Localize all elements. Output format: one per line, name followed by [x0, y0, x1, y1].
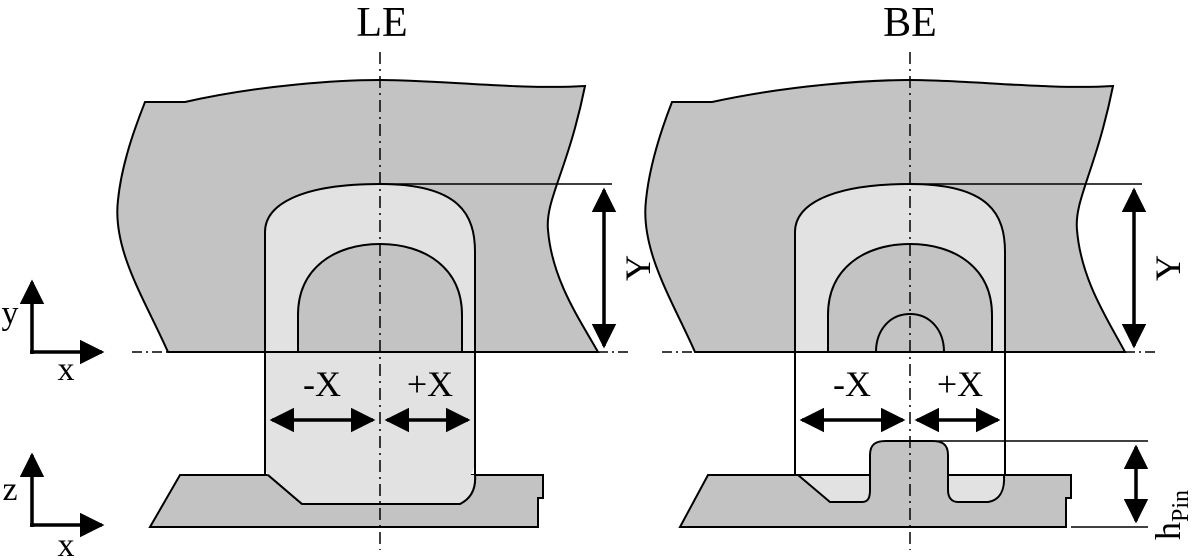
panel-title-le: LE	[356, 0, 407, 46]
axis-y-label: y	[2, 295, 19, 332]
panel-title-be: BE	[883, 0, 937, 46]
be-x-plus-label: +X	[937, 364, 983, 404]
axes-zx: z x	[2, 452, 105, 560]
axis-x-label-top: x	[58, 351, 75, 388]
be-bottom-workpiece	[678, 440, 1072, 528]
le-x-minus-label: -X	[303, 364, 341, 404]
panel-le: LE Y -X +X	[116, 0, 658, 550]
be-fusion-pocket-right	[947, 474, 1006, 503]
svg-text:hPin: hPin	[1148, 490, 1194, 540]
be-h-pin-label: hPin	[1148, 490, 1194, 540]
panel-be: BE Y -X +X h	[644, 0, 1194, 550]
axes-xy: y x	[2, 279, 105, 388]
le-x-plus-label: +X	[407, 364, 453, 404]
le-y-label: Y	[618, 255, 658, 281]
axis-x-label-bottom: x	[58, 527, 75, 560]
axis-z-label: z	[2, 471, 17, 508]
be-x-minus-label: -X	[833, 364, 871, 404]
be-y-label: Y	[1148, 255, 1188, 281]
be-fusion-pocket-left	[795, 474, 871, 503]
